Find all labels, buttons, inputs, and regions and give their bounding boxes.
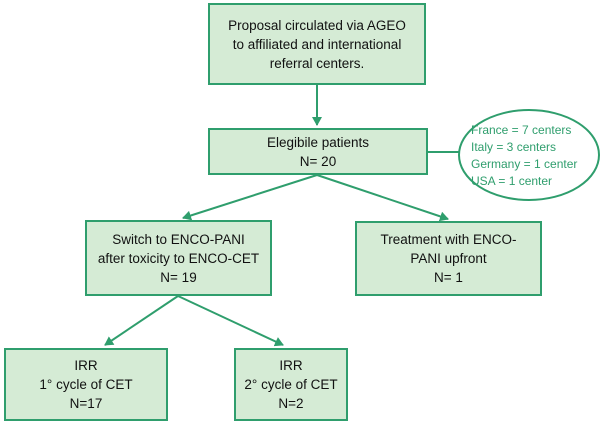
center-italy: Italy = 3 centers xyxy=(471,139,557,154)
center-usa: USA = 1 center xyxy=(471,173,553,188)
eligible-line-2: N= 20 xyxy=(299,153,337,169)
upfront-line-1: Treatment with ENCO- xyxy=(380,232,517,247)
irr-first-cycle-node: IRR 1° cycle of CET N=17 xyxy=(4,348,168,421)
upfront-line-3: N= 1 xyxy=(434,270,463,285)
arrow-switch-to-irr2 xyxy=(177,295,284,347)
irr1-line-2: 1° cycle of CET xyxy=(39,377,133,392)
proposal-node: Proposal circulated via AGEO to affiliat… xyxy=(208,3,426,85)
switch-line-2: after toxicity to ENCO-CET xyxy=(97,250,260,266)
switch-enco-pani-node: Switch to ENCO-PANI after toxicity to EN… xyxy=(85,220,272,296)
upfront-line-2: PANI upfront xyxy=(410,251,487,266)
switch-line-3: N= 19 xyxy=(160,269,197,285)
upfront-treatment-node: Treatment with ENCO- PANI upfront N= 1 xyxy=(355,221,542,296)
centers-ellipse xyxy=(458,109,600,201)
irr-second-cycle-node: IRR 2° cycle of CET N=2 xyxy=(234,348,348,421)
irr1-line-3: N=17 xyxy=(69,396,103,411)
irr2-line-1: IRR xyxy=(279,358,303,373)
irr1-line-1: IRR xyxy=(74,358,98,373)
arrow-eligible-to-upfront xyxy=(316,174,449,222)
proposal-line-3: referral centers. xyxy=(269,55,365,71)
irr2-line-3: N=2 xyxy=(278,396,304,411)
eligible-patients-node: Elegibile patients N= 20 xyxy=(208,128,428,175)
switch-line-1: Switch to ENCO-PANI xyxy=(112,231,245,247)
center-germany: Germany = 1 center xyxy=(471,156,578,171)
irr2-line-2: 2° cycle of CET xyxy=(244,377,338,392)
proposal-line-2: to affiliated and international xyxy=(232,36,402,52)
eligible-line-1: Elegibile patients xyxy=(266,134,370,150)
center-france: France = 7 centers xyxy=(471,122,572,137)
centers-list: France = 7 centers Italy = 3 centers Ger… xyxy=(458,110,600,201)
arrow-switch-to-irr1 xyxy=(104,295,179,346)
arrow-eligible-to-switch xyxy=(182,174,318,221)
proposal-line-1: Proposal circulated via AGEO xyxy=(228,17,406,33)
